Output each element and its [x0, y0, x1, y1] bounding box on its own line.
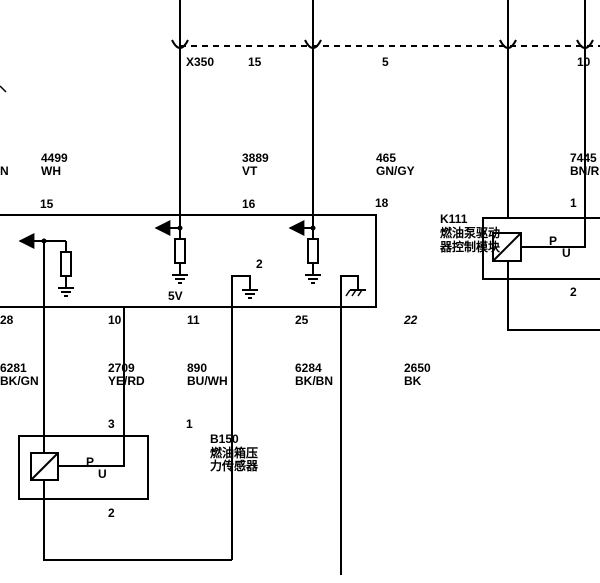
k111-name-line2: 器控制模块 [439, 239, 501, 254]
wire-465-id: 465 [376, 151, 396, 165]
connector-x350-label: X350 [186, 55, 214, 69]
wire-4499-id: 4499 [41, 151, 68, 165]
edge-mark [0, 85, 7, 93]
module-pin-15: 15 [40, 197, 54, 211]
internal-circuit-right [288, 220, 321, 284]
control-module-box [0, 214, 377, 308]
module-pin-16: 16 [242, 197, 256, 211]
module-pin-18: 18 [375, 196, 389, 210]
wire-6281-id: 6281 [0, 361, 27, 375]
connector-x350 [171, 39, 600, 49]
k111-u-label: U [562, 246, 571, 260]
wire-4499-color: WH [41, 164, 61, 178]
connector-pin-5: 5 [382, 55, 389, 69]
wire-2709-color: YE/RD [108, 374, 145, 388]
lower-wires [43, 241, 232, 561]
module-pin-28: 28 [0, 313, 14, 327]
wire-2650-color: BK [404, 374, 422, 388]
top-wires [177, 0, 586, 231]
module-pin-25: 25 [295, 313, 309, 327]
wire-6284-id: 6284 [295, 361, 322, 375]
wire-890-color: BU/WH [187, 374, 228, 388]
supply-5v-label: 5V [168, 289, 183, 303]
k111-pin-2: 2 [570, 285, 577, 299]
wire-7445-color: BN/R [570, 164, 600, 178]
wire-7445-id: 7445 [570, 151, 597, 165]
b150-pin-3: 3 [108, 417, 115, 431]
b150-pin-1: 1 [186, 417, 193, 431]
b150-pin-2: 2 [108, 506, 115, 520]
k111-pin-1: 1 [570, 196, 577, 210]
partial-label-22: 22 [403, 313, 418, 327]
wire-2650-id: 2650 [404, 361, 431, 375]
b150-p-label: P [86, 455, 94, 469]
wire-3889-id: 3889 [242, 151, 269, 165]
wire-3889-color: VT [242, 164, 258, 178]
k111-name-line1: 燃油泵驱动 [440, 225, 500, 240]
edge-letter-n: N [0, 164, 9, 178]
chassis-ground [340, 275, 366, 575]
internal-circuit-left [18, 233, 74, 297]
k111-code: K111 [440, 212, 468, 226]
wire-465-color: GN/GY [376, 164, 415, 178]
b150-code: B150 [210, 432, 239, 446]
module-pin-11: 11 [187, 313, 200, 327]
b150-name-line2: 力传感器 [210, 458, 259, 473]
wire-2709-id: 2709 [108, 361, 135, 375]
b150-sensor-box [18, 435, 149, 500]
internal-circuit-middle [154, 220, 188, 284]
k111-p-label: P [549, 234, 557, 248]
b150-name-line1: 燃油箱压 [210, 445, 258, 460]
wire-6284-color: BK/BN [295, 374, 333, 388]
internal-ground-pin2 [231, 275, 258, 560]
wire-6281-color: BK/GN [0, 374, 39, 388]
module-pin-10: 10 [108, 313, 122, 327]
b150-u-label: U [98, 467, 107, 481]
connector-pin-15: 15 [248, 55, 262, 69]
connector-pin-10: 10 [577, 55, 591, 69]
wire-890-id: 890 [187, 361, 207, 375]
module-pin-2: 2 [256, 257, 263, 271]
k111-module-box [482, 217, 600, 331]
